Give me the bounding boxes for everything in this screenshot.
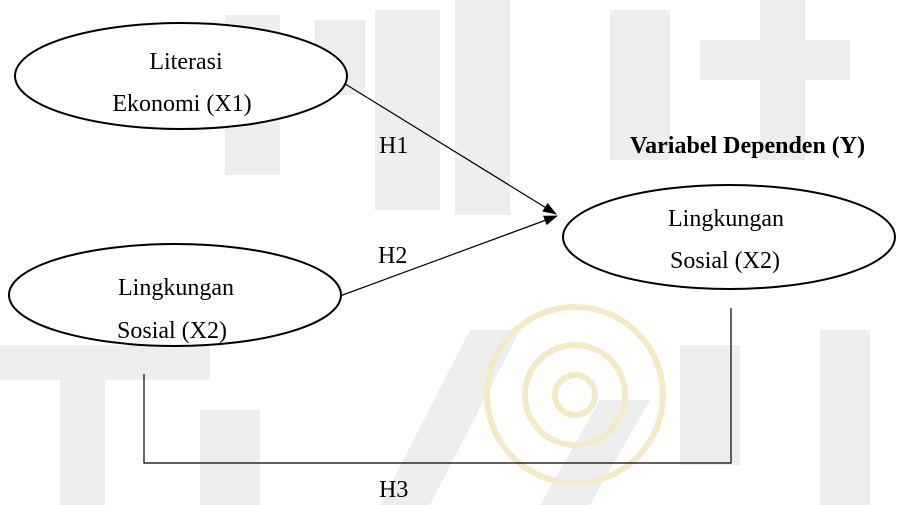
edge-h3-connector [143,308,732,464]
dependent-variable-heading: Variabel Dependen (Y) [630,133,865,159]
edge-label-h3: H3 [379,477,408,503]
node-y-line2: Sosial (X2) [670,248,780,274]
node-x1-line2: Ekonomi (X1) [112,91,251,117]
node-x2-line2: Sosial (X2) [117,318,227,344]
node-x2-line1: Lingkungan [118,275,234,301]
edge-h2-arrow [339,215,558,297]
node-y: Lingkungan Sosial (X2) [562,184,896,290]
edge-h1-arrow [341,81,557,215]
watermark-logo [0,0,870,505]
edge-label-h1: H1 [379,133,408,159]
edge-label-h2: H2 [378,243,407,269]
watermark-emblem [484,304,666,486]
node-x2: Lingkungan Sosial (X2) [8,243,342,347]
node-x1-line1: Literasi [149,49,223,75]
node-x1: Literasi Ekonomi (X1) [14,22,348,130]
node-y-line1: Lingkungan [668,206,784,232]
